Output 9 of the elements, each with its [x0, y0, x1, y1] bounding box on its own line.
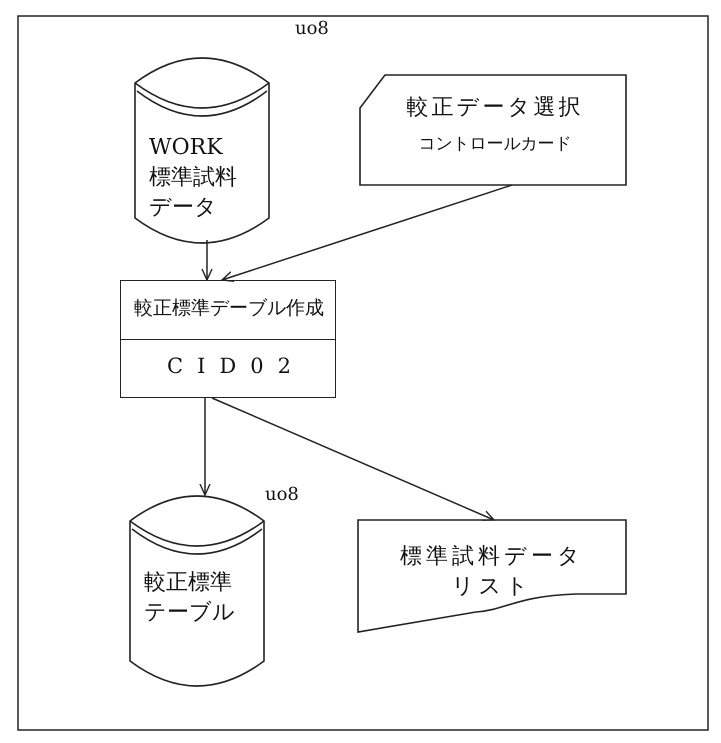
arrow [212, 397, 495, 521]
arrow [201, 240, 213, 281]
arrow [221, 184, 512, 282]
volume-label: uo8 [295, 18, 329, 39]
process-box [120, 280, 336, 398]
arrow [199, 398, 211, 496]
heading-text: 較正標準デーブル作成 [133, 296, 325, 321]
program-id-text: CID02 [166, 353, 306, 380]
volume-label: uo8 [265, 484, 299, 505]
